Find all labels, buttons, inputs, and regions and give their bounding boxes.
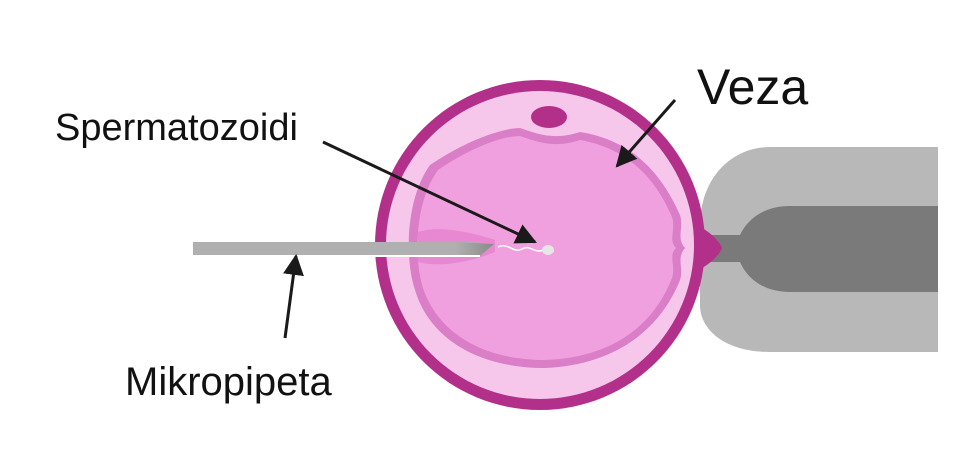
sperm-cell — [497, 245, 554, 255]
micropipette-body — [193, 242, 494, 256]
pipette-arrow — [283, 253, 304, 339]
pointer-arrows — [283, 99, 677, 339]
polar-body — [531, 106, 567, 128]
micropipette-tip — [455, 242, 494, 256]
sperm-tail — [497, 245, 545, 252]
egg-arrow — [615, 99, 677, 168]
egg-label: Veza — [697, 59, 808, 115]
sperm-arrow — [322, 140, 537, 244]
micropipette — [193, 242, 494, 257]
holding-pipette-channel — [705, 206, 938, 292]
sperm-head — [542, 245, 554, 255]
holding-pipette — [700, 147, 938, 352]
pipette-label: Mikropipeta — [125, 360, 333, 404]
sperm-label: Spermatozoidi — [55, 107, 298, 149]
